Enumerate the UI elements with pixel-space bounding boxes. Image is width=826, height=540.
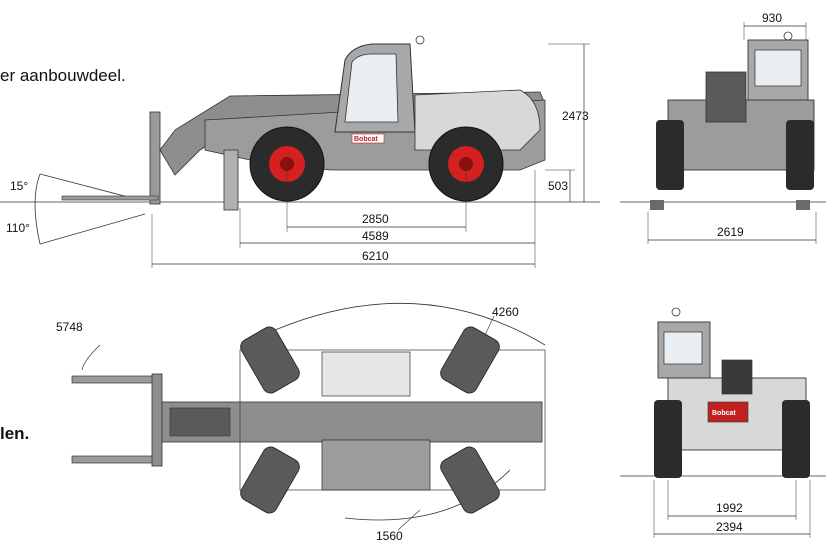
rear-view: Bobcat 1992 2394 [620,307,826,538]
rear-cab-window [663,331,703,365]
top-carriage [151,373,163,467]
wheelbase-label: 2850 [362,212,389,226]
fork-carriage [149,111,161,205]
top-boom-head [169,407,231,437]
top-fork-left [71,375,157,384]
caption-top-fragment: er aanbouwdeel. [0,66,126,85]
fork-tine [61,195,159,201]
caption-left-fragment: len. [0,424,30,443]
inner-radius-label: 1560 [376,529,403,540]
top-hood [321,351,411,397]
brand-text: Bobcat [354,136,378,143]
top-tire-fl [240,326,300,394]
track-width-label: 2619 [717,225,744,239]
front-right-tire [786,120,814,190]
fork-radius-label: 5748 [56,320,83,334]
cab-width-label: 930 [762,11,782,25]
fork-up-line [39,173,133,199]
front-boom-end [705,71,747,123]
top-view: 5748 4260 1560 [56,302,546,540]
angle-down-label: 110° [6,221,30,235]
fork-down-line [39,213,146,245]
top-tire-fr [240,446,300,514]
rear-brand-text: Bobcat [712,410,736,417]
cab-window [344,53,399,123]
rear-left-tire [654,400,682,478]
outer-turn-arc [274,302,546,346]
front-left-pad [650,200,664,210]
fork-radius-arc [81,344,101,371]
side-view: 15° 110° Bobcat [0,35,600,268]
height-label: 2473 [562,109,589,123]
rear-beacon-icon [671,307,681,317]
ground-clearance-label: 503 [548,179,568,193]
body-radius-label: 4260 [492,305,519,319]
front-left-tire [656,120,684,190]
length-label: 4589 [362,229,389,243]
rear-engine [721,359,753,395]
front-right-pad [796,200,810,210]
overall-width-label: 2394 [716,520,743,534]
front-view: 930 2619 [620,11,826,244]
rear-brand-decal [707,401,749,423]
top-cab [321,439,431,491]
beacon-icon [415,35,425,45]
front-stabiliser [223,149,239,211]
rear-right-tire [782,400,810,478]
angle-up-label: 15° [10,179,28,193]
top-fork-right [71,455,157,464]
brand-decal [351,133,385,144]
tilt-arc [34,173,41,245]
front-cab-window [754,49,802,87]
rear-track-label: 1992 [716,501,743,515]
overall-length-label: 6210 [362,249,389,263]
top-tire-rr [440,446,500,514]
front-beacon-icon [783,31,793,41]
top-tire-rl [440,326,500,394]
